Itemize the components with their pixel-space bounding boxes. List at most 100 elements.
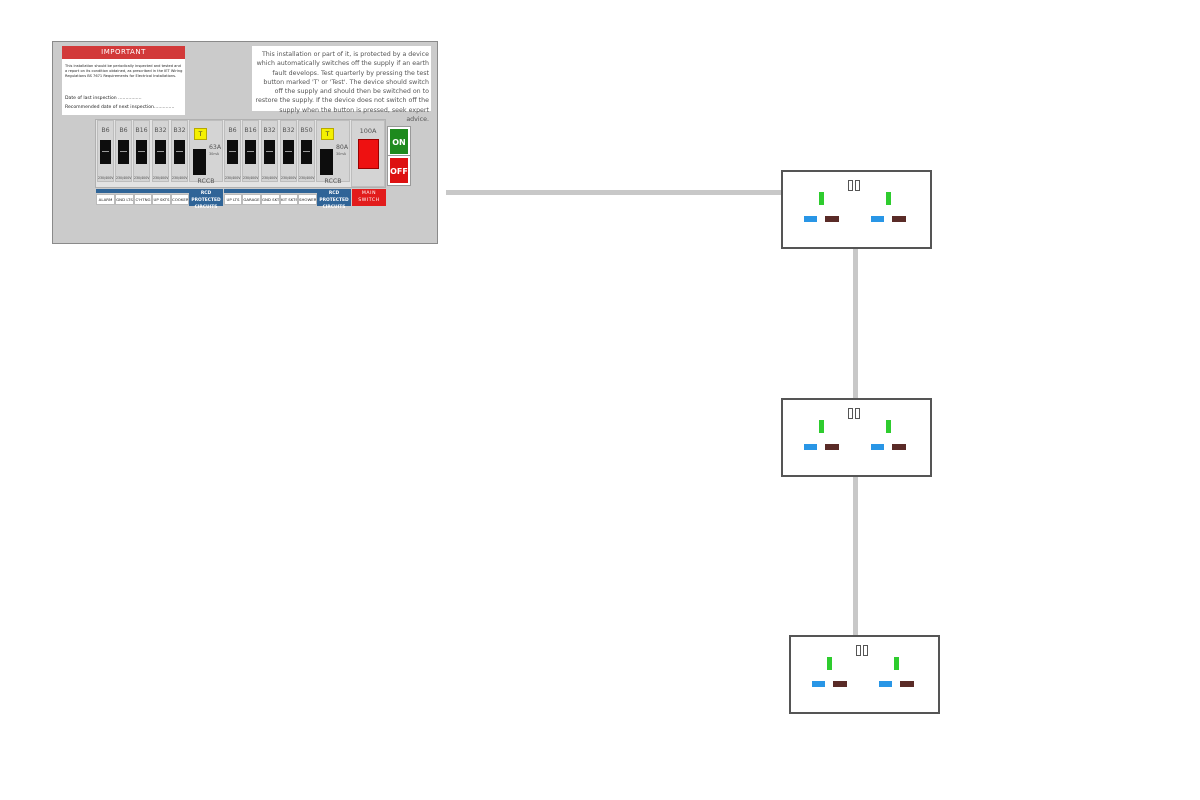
important-notice-body: This installation should be periodically… <box>65 64 183 78</box>
mcb-toggle[interactable] <box>155 140 166 164</box>
off-button[interactable]: OFF <box>387 155 411 186</box>
rccb-80a[interactable]: T 80A 30mA RCCB <box>316 120 350 185</box>
neutral-pin <box>871 444 884 450</box>
rcd-test-notice: This installation or part of it, is prot… <box>252 46 431 123</box>
cable-vertical-2 <box>853 477 858 635</box>
circuit-label-c-htng: C'HTNG <box>134 194 152 205</box>
rccb-sensitivity: 30mA <box>336 152 346 156</box>
main-switch-label: MAIN SWITCH <box>352 189 386 206</box>
socket-3[interactable] <box>789 635 940 714</box>
rccb-toggle[interactable] <box>193 149 206 175</box>
mcb-rating: B50 <box>300 127 313 134</box>
rccb-label: RCCB <box>324 178 342 185</box>
mcb-rating: B6 <box>228 127 237 134</box>
main-switch[interactable]: 100A <box>351 120 385 187</box>
earth-pin <box>886 420 891 433</box>
mcb-rating: B32 <box>263 127 276 134</box>
socket-switch-icon[interactable] <box>848 180 853 191</box>
neutral-pin <box>804 216 817 222</box>
mcb-alarm[interactable]: B6 230/400V <box>97 120 114 182</box>
circuit-label-cooker: COOKER <box>171 194 189 205</box>
mcb-c-htng[interactable]: B16 230/400V <box>133 120 150 182</box>
rccb-test-button[interactable]: T <box>321 128 334 140</box>
mcb-toggle[interactable] <box>245 140 256 164</box>
rcd-protected-label-2: RCD PROTECTED CIRCUITS <box>317 189 351 210</box>
earth-pin <box>819 420 824 433</box>
live-pin <box>892 216 906 222</box>
circuit-label-up-skts: UP SKTS <box>152 194 171 205</box>
mcb-toggle[interactable] <box>227 140 238 164</box>
rccb-label: RCCB <box>197 178 215 185</box>
circuit-label-shower: SHOWER <box>298 194 317 205</box>
next-inspection-line: Recommended date of next inspection.....… <box>65 105 175 110</box>
socket-switch-icon[interactable] <box>855 408 860 419</box>
live-pin <box>825 444 839 450</box>
mcb-rating: B32 <box>154 127 167 134</box>
earth-pin <box>819 192 824 205</box>
mcb-voltage: 230/400V <box>134 176 150 180</box>
label-strip <box>96 189 189 193</box>
mcb-toggle[interactable] <box>264 140 275 164</box>
mcb-toggle[interactable] <box>301 140 312 164</box>
circuit-label-up-lts: UP LTS <box>224 194 242 205</box>
mcb-rating: B16 <box>244 127 257 134</box>
last-inspection-line: Date of last inspection ................ <box>65 96 142 101</box>
neutral-pin <box>812 681 825 687</box>
socket-2[interactable] <box>781 398 932 477</box>
mcb-voltage: 230/400V <box>98 176 114 180</box>
rccb-63a[interactable]: T 63A 30mA RCCB <box>189 120 223 185</box>
live-pin <box>825 216 839 222</box>
rcd-label-line1: RCD PROTECTED <box>319 191 349 203</box>
mcb-garage[interactable]: B16 230/400V <box>242 120 259 182</box>
cable-vertical-1 <box>853 249 858 398</box>
mcb-toggle[interactable] <box>174 140 185 164</box>
main-label-line1: MAIN <box>361 191 377 196</box>
mcb-rating: B6 <box>101 127 110 134</box>
socket-switch-icon[interactable] <box>863 645 868 656</box>
rccb-rating: 80A <box>336 144 349 151</box>
mcb-kit-skts[interactable]: B32 230/400V <box>280 120 297 182</box>
mcb-toggle[interactable] <box>136 140 147 164</box>
circuit-label-garage: GARAGE <box>242 194 261 205</box>
rcd-label-line2: CIRCUITS <box>194 205 218 210</box>
circuit-label-alarm: ALARM <box>96 194 115 205</box>
main-switch-toggle[interactable] <box>358 139 379 169</box>
on-button[interactable]: ON <box>387 126 411 157</box>
rccb-sensitivity: 30mA <box>209 152 219 156</box>
mcb-cooker[interactable]: B32 230/400V <box>171 120 188 182</box>
rcd-protected-label-1: RCD PROTECTED CIRCUITS <box>189 189 223 210</box>
mcb-up-skts[interactable]: B32 230/400V <box>152 120 169 182</box>
mcb-gnd-lts[interactable]: B6 230/400V <box>115 120 132 182</box>
circuit-label-kit-skts: KIT SKTS <box>280 194 298 205</box>
neutral-pin <box>879 681 892 687</box>
socket-switch-icon[interactable] <box>855 180 860 191</box>
mcb-shower[interactable]: B50 230/400V <box>298 120 315 182</box>
cable-horizontal <box>446 190 781 195</box>
live-pin <box>833 681 847 687</box>
socket-switch-icon[interactable] <box>856 645 861 656</box>
rccb-test-button[interactable]: T <box>194 128 207 140</box>
earth-pin <box>886 192 891 205</box>
mcb-gnd-skts[interactable]: B32 230/400V <box>261 120 278 182</box>
circuit-label-gnd-skts: GND SKTS <box>261 194 280 205</box>
circuit-label-gnd-lts: GND LTS <box>115 194 134 205</box>
main-switch-rating: 100A <box>359 127 377 135</box>
main-label-line2: SWITCH <box>358 198 380 203</box>
rccb-toggle[interactable] <box>320 149 333 175</box>
mcb-voltage: 230/400V <box>153 176 169 180</box>
important-notice: IMPORTANT This installation should be pe… <box>62 46 185 115</box>
mcb-toggle[interactable] <box>283 140 294 164</box>
socket-switch-icon[interactable] <box>848 408 853 419</box>
mcb-voltage: 230/400V <box>281 176 297 180</box>
mcb-toggle[interactable] <box>100 140 111 164</box>
mcb-voltage: 230/400V <box>172 176 188 180</box>
mcb-rating: B32 <box>282 127 295 134</box>
mcb-rating: B16 <box>135 127 148 134</box>
mcb-voltage: 230/400V <box>225 176 241 180</box>
mcb-rating: B32 <box>173 127 186 134</box>
mcb-up-lts[interactable]: B6 230/400V <box>224 120 241 182</box>
mcb-toggle[interactable] <box>118 140 129 164</box>
label-strip <box>224 189 317 193</box>
socket-1[interactable] <box>781 170 932 249</box>
rcd-label-line2: CIRCUITS <box>322 205 346 210</box>
